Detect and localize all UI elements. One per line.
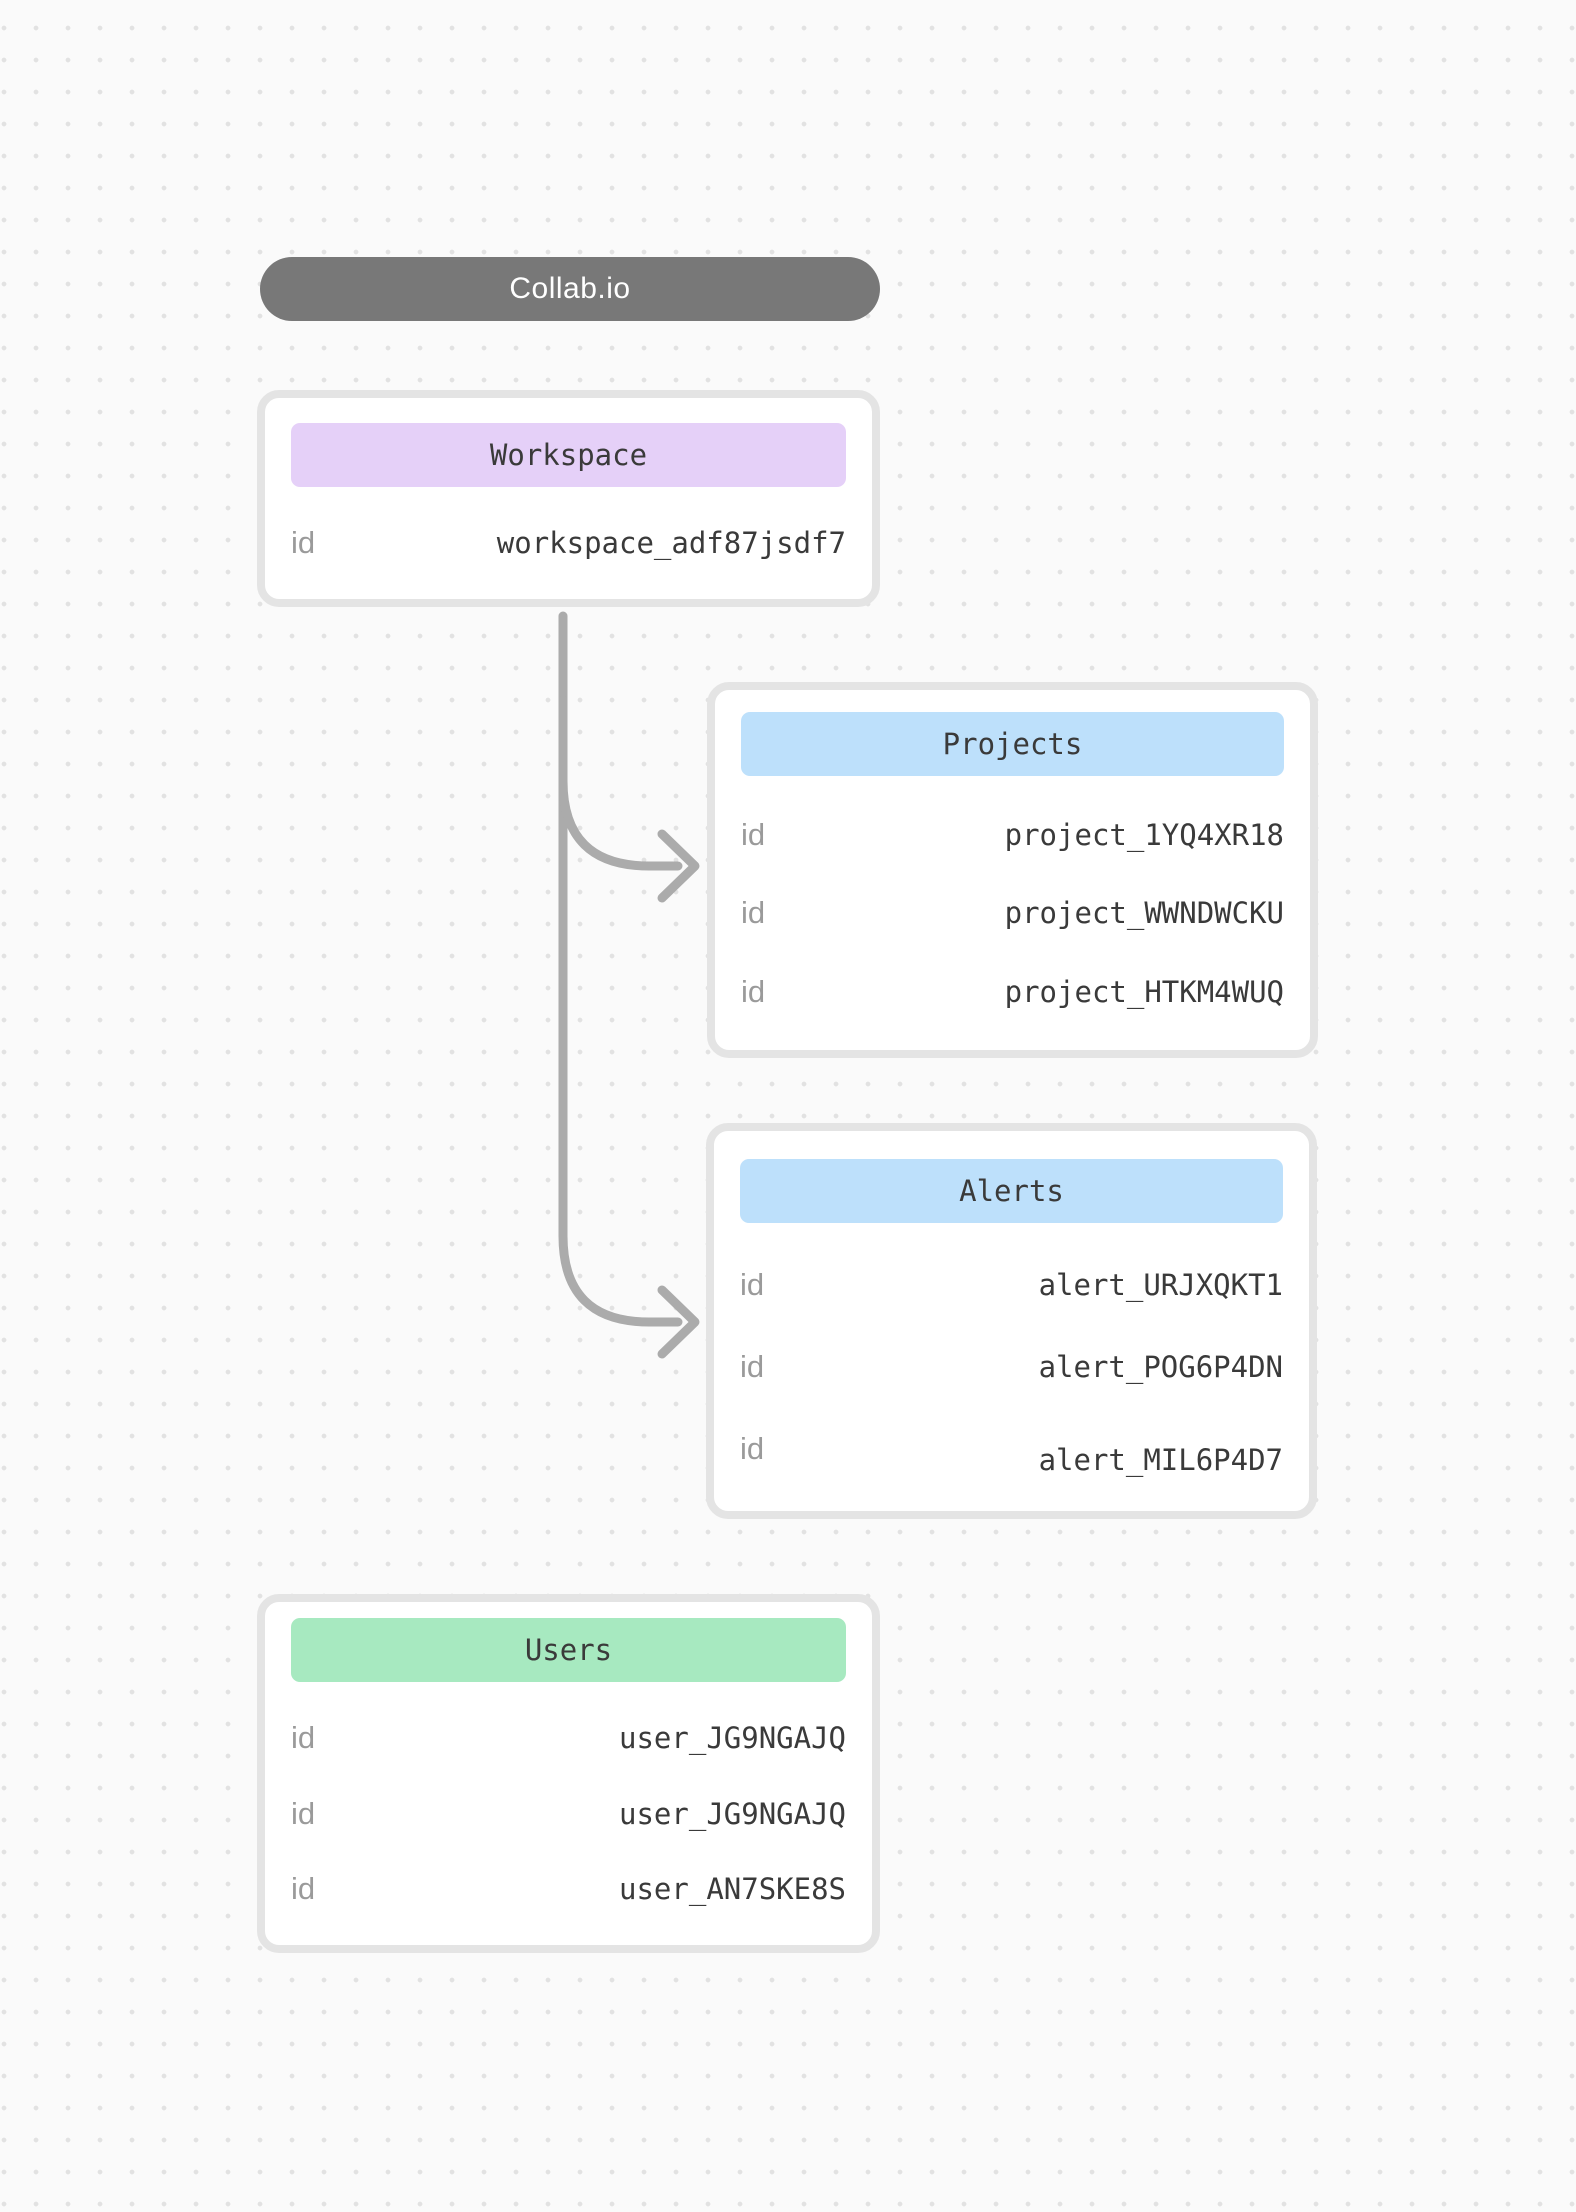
- field-row: id user_JG9NGAJQ: [291, 1794, 846, 1834]
- field-value: alert_URJXQKT1: [1038, 1268, 1283, 1302]
- field-row: id workspace_adf87jsdf7: [291, 523, 846, 563]
- field-key: id: [740, 1267, 765, 1302]
- field-value: workspace_adf87jsdf7: [496, 526, 846, 560]
- field-value: alert_POG6P4DN: [1038, 1350, 1283, 1384]
- field-key: id: [741, 816, 766, 852]
- projects-title: Projects: [942, 727, 1083, 761]
- workspace-title: Workspace: [489, 438, 648, 472]
- field-row: id project_HTKM4WUQ: [741, 972, 1284, 1012]
- entity-card-workspace[interactable]: Workspace id workspace_adf87jsdf7: [257, 390, 880, 607]
- field-key: id: [291, 525, 316, 560]
- edge-workspace-to-alerts: [558, 611, 683, 1327]
- field-row: id alert_MIL6P4D7: [740, 1429, 1283, 1477]
- field-key: id: [740, 1431, 765, 1466]
- edge-workspace-to-projects: [558, 695, 683, 871]
- users-header: Users: [291, 1618, 846, 1682]
- field-row: id user_AN7SKE8S: [291, 1869, 846, 1909]
- field-key: id: [740, 1349, 765, 1384]
- alerts-header: Alerts: [740, 1159, 1283, 1223]
- app-title-label: Collab.io: [509, 272, 631, 305]
- projects-rows: id project_1YQ4XR18 id project_WWNDWCKU …: [741, 776, 1284, 1050]
- field-row: id project_WWNDWCKU: [741, 893, 1284, 933]
- field-row: id user_JG9NGAJQ: [291, 1718, 846, 1758]
- field-value: alert_MIL6P4D7: [1038, 1443, 1283, 1477]
- field-key: id: [291, 1871, 316, 1907]
- field-value: project_1YQ4XR18: [1004, 817, 1284, 852]
- entity-card-alerts[interactable]: Alerts id alert_URJXQKT1 id alert_POG6P4…: [706, 1123, 1317, 1519]
- alerts-title: Alerts: [959, 1174, 1064, 1208]
- field-value: user_AN7SKE8S: [619, 1872, 846, 1907]
- alerts-rows: id alert_URJXQKT1 id alert_POG6P4DN id a…: [740, 1223, 1283, 1511]
- entity-card-users[interactable]: Users id user_JG9NGAJQ id user_JG9NGAJQ …: [257, 1594, 880, 1953]
- field-value: project_HTKM4WUQ: [1004, 974, 1284, 1009]
- arrowhead-alerts: [657, 1285, 700, 1359]
- app-title-pill[interactable]: Collab.io: [260, 257, 880, 321]
- field-key: id: [291, 1795, 316, 1831]
- field-key: id: [741, 895, 766, 930]
- projects-header: Projects: [741, 712, 1284, 776]
- users-rows: id user_JG9NGAJQ id user_JG9NGAJQ id use…: [291, 1682, 846, 1945]
- field-value: user_JG9NGAJQ: [619, 1720, 846, 1755]
- field-row: id project_1YQ4XR18: [741, 815, 1284, 855]
- arrowhead-projects: [657, 829, 700, 903]
- workspace-rows: id workspace_adf87jsdf7: [291, 487, 846, 599]
- entity-card-projects[interactable]: Projects id project_1YQ4XR18 id project_…: [707, 682, 1318, 1058]
- field-key: id: [741, 973, 766, 1009]
- field-row: id alert_POG6P4DN: [740, 1347, 1283, 1387]
- workspace-header: Workspace: [291, 423, 846, 487]
- field-value: project_WWNDWCKU: [1004, 896, 1284, 930]
- field-value: user_JG9NGAJQ: [619, 1796, 846, 1831]
- field-row: id alert_URJXQKT1: [740, 1265, 1283, 1305]
- users-title: Users: [524, 1633, 613, 1667]
- field-key: id: [291, 1719, 316, 1755]
